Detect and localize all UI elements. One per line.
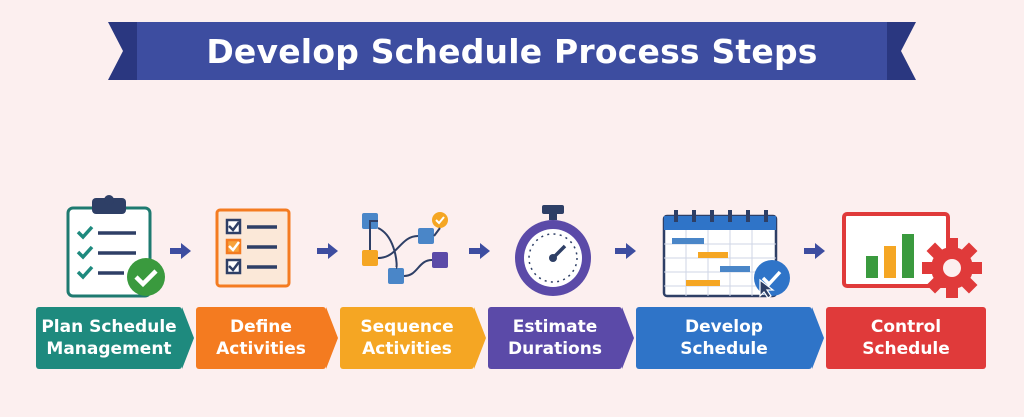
step-chevron [474,307,486,369]
step-chevron [326,307,338,369]
step-chevron [812,307,824,369]
title-banner [108,22,916,80]
arrow-icon [317,243,338,259]
step-label-line2: Activities [362,339,452,359]
page-title: Develop Schedule Process Steps [206,31,818,71]
arrow-icon [469,243,490,259]
step-label-line1: Define [230,317,292,337]
step-label-line2: Activities [216,339,306,359]
step-label-line1: Control [870,317,942,337]
step-label-line1: Plan Schedule [41,317,177,337]
arrow-icon [615,243,636,259]
stopwatch-icon [515,205,591,296]
step-chevron [622,307,634,369]
step-chevron [182,307,194,369]
flow-network-icon [362,212,448,284]
arrow-icon [170,243,191,259]
chart-gear-icon [842,212,982,298]
step-label-line1: Sequence [360,317,454,337]
checklist-clipboard-icon [66,195,165,298]
task-list-icon [215,208,291,288]
step-label-line1: Estimate [512,317,598,337]
step-label-line2: Schedule [680,339,768,359]
step-label-line2: Durations [508,339,602,359]
arrow-icon [804,243,825,259]
step-label-line1: Develop [685,317,763,337]
step-label-line2: Management [46,339,172,359]
step-label-line2: Schedule [862,339,950,359]
gantt-calendar-icon [662,210,790,299]
